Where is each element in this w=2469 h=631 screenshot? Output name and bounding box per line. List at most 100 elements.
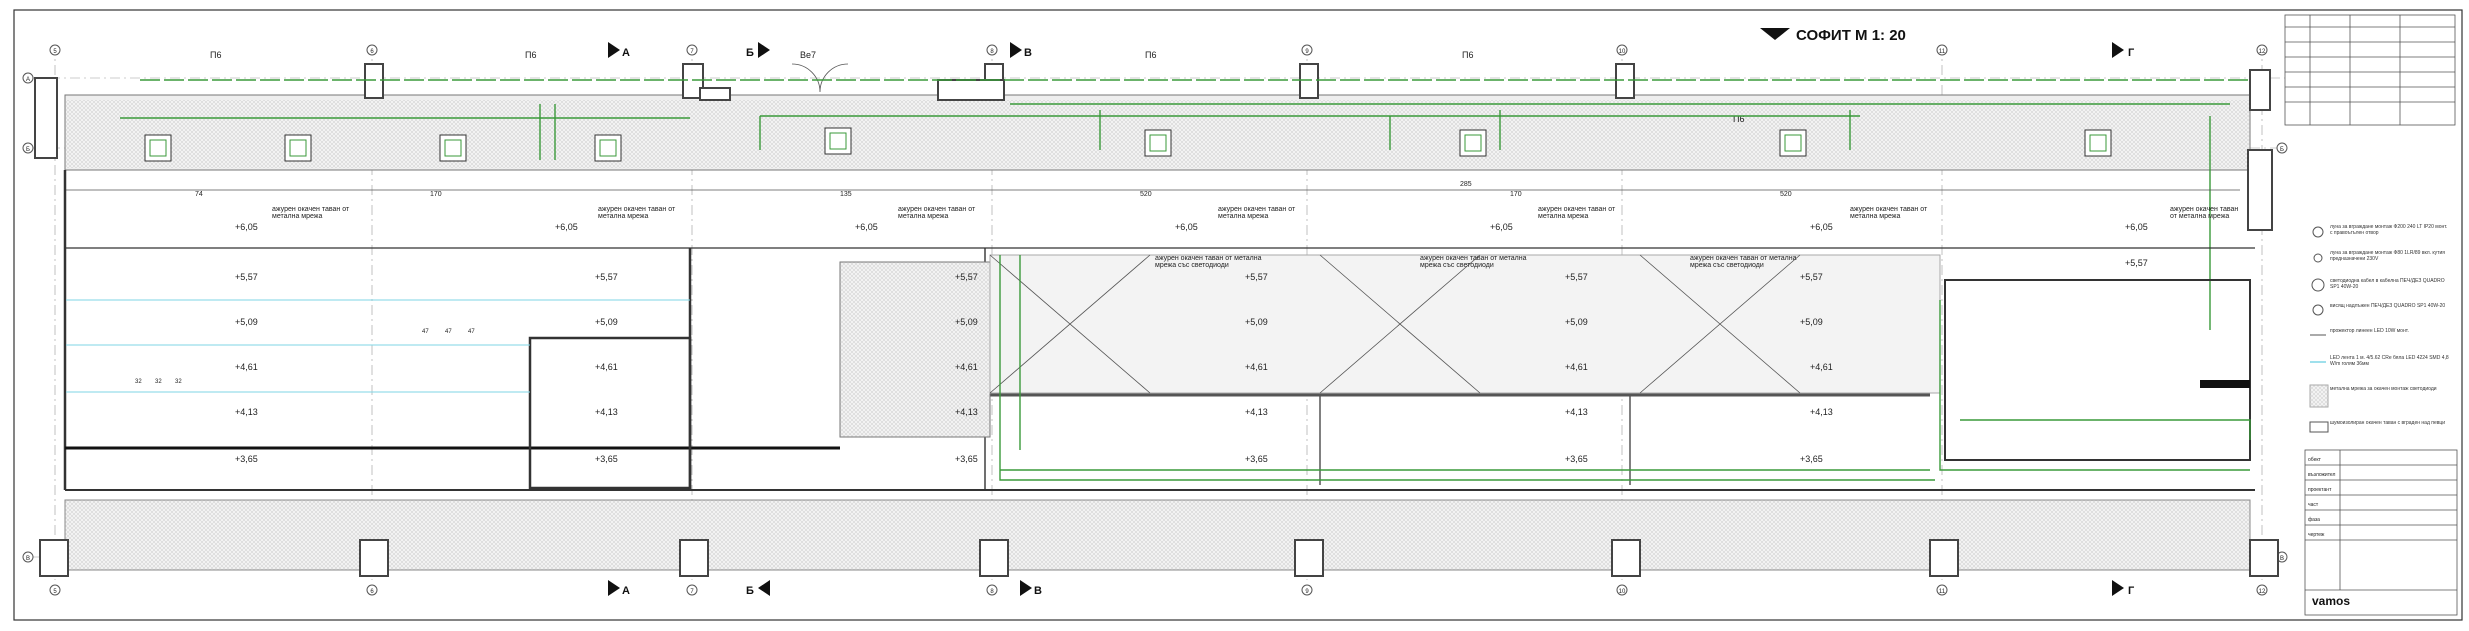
legend: лунa за вграждане монтаж Ф200 240 LT IP2…	[2309, 224, 2449, 433]
company-logo: vamos	[2312, 594, 2350, 608]
svg-text:+5,09: +5,09	[1245, 317, 1268, 327]
svg-text:обект: обект	[2308, 457, 2322, 463]
svg-text:+4,61: +4,61	[1245, 362, 1268, 372]
ventilation-ducts	[120, 79, 2250, 330]
svg-text:170: 170	[1510, 191, 1522, 198]
dimension-row: 74 170 135 520 285 520 170	[65, 181, 2240, 198]
axis-label: 6	[370, 49, 374, 55]
axis-label: 8	[990, 49, 994, 55]
svg-text:11: 11	[1939, 589, 1946, 595]
svg-text:+4,61: +4,61	[595, 362, 618, 372]
led-lines	[66, 299, 690, 393]
svg-text:П6: П6	[1145, 50, 1156, 60]
svg-text:фаза: фаза	[2308, 517, 2320, 523]
svg-text:+4,61: +4,61	[235, 362, 258, 372]
svg-text:чертеж: чертеж	[2308, 532, 2325, 538]
legend-item: лунa за вграждане монтаж Ф200 240 LT IP2…	[2330, 224, 2448, 236]
mesh-panel	[839, 261, 991, 438]
svg-text:+4,13: +4,13	[1565, 407, 1588, 417]
svg-text:+4,13: +4,13	[955, 407, 978, 417]
svg-text:+5,09: +5,09	[595, 317, 618, 327]
svg-text:12: 12	[2259, 589, 2266, 595]
svg-text:+5,09: +5,09	[1565, 317, 1588, 327]
svg-text:+5,09: +5,09	[955, 317, 978, 327]
svg-text:+4,13: +4,13	[1245, 407, 1268, 417]
svg-text:+5,57: +5,57	[1800, 272, 1823, 282]
svg-text:Б: Б	[746, 47, 754, 59]
svg-text:+4,61: +4,61	[1565, 362, 1588, 372]
columns-bottom	[39, 539, 2279, 577]
svg-text:В: В	[1034, 585, 1042, 597]
svg-text:6: 6	[370, 589, 374, 595]
svg-text:170: 170	[430, 191, 442, 198]
axis-bubbles-bottom: 5 6 7 8 9 10 11 12	[49, 584, 2268, 596]
svg-text:+5,57: +5,57	[595, 272, 618, 282]
led-mesh-ceiling	[989, 254, 1941, 394]
svg-text:П6: П6	[525, 50, 536, 60]
svg-text:Б: Б	[746, 585, 754, 597]
level-marks: +6,05 +6,05 +6,05 +6,05 +6,05 +6,05 +6,0…	[235, 222, 2148, 464]
svg-text:Б: Б	[26, 147, 30, 153]
bottom-wall-band	[64, 499, 2251, 571]
svg-text:32: 32	[175, 379, 182, 385]
svg-text:+3,65: +3,65	[235, 454, 258, 464]
svg-text:+3,65: +3,65	[1800, 454, 1823, 464]
svg-text:32: 32	[135, 379, 142, 385]
svg-text:+5,57: +5,57	[955, 272, 978, 282]
small-dimensions: 47 47 47 32 32 32	[135, 329, 475, 385]
svg-text:520: 520	[1140, 191, 1152, 198]
svg-text:+4,61: +4,61	[1810, 362, 1833, 372]
ceiling-note-led: ажурен окачен таван от метална мрежа със…	[1155, 255, 1262, 269]
svg-text:+5,57: +5,57	[235, 272, 258, 282]
title-block: обект възложител проектант част фаза чер…	[2304, 449, 2458, 616]
svg-text:+3,65: +3,65	[1565, 454, 1588, 464]
air-diffusers	[144, 127, 2112, 162]
svg-text:520: 520	[1780, 191, 1792, 198]
axis-label: 9	[1305, 49, 1309, 55]
svg-text:+4,13: +4,13	[595, 407, 618, 417]
svg-text:проектант: проектант	[2308, 487, 2332, 493]
svg-text:А: А	[26, 77, 30, 83]
svg-text:+6,05: +6,05	[235, 222, 258, 232]
svg-text:П6: П6	[1733, 114, 1744, 124]
svg-text:А: А	[622, 47, 630, 59]
svg-text:Г: Г	[2128, 585, 2135, 597]
svg-text:Г: Г	[2128, 47, 2135, 59]
axis-label: 7	[690, 49, 694, 55]
ceiling-notes: ажурен окачен таван от метална мрежа ажу…	[272, 206, 2238, 269]
svg-text:+3,65: +3,65	[595, 454, 618, 464]
svg-text:8: 8	[990, 589, 994, 595]
svg-text:+5,57: +5,57	[1245, 272, 1268, 282]
room-label: Ве7	[800, 50, 816, 60]
svg-text:+5,09: +5,09	[1800, 317, 1823, 327]
sheet-frame	[13, 9, 2463, 621]
svg-text:+5,57: +5,57	[1565, 272, 1588, 282]
svg-text:+4,61: +4,61	[955, 362, 978, 372]
svg-text:47: 47	[468, 329, 475, 335]
axis-label: 5	[53, 49, 57, 55]
svg-text:74: 74	[195, 191, 203, 198]
svg-text:+5,57: +5,57	[2125, 258, 2148, 268]
svg-text:47: 47	[445, 329, 452, 335]
svg-text:135: 135	[840, 191, 852, 198]
svg-text:47: 47	[422, 329, 429, 335]
svg-text:+5,09: +5,09	[235, 317, 258, 327]
sheet-title: СОФИТ М 1: 20	[1760, 27, 1906, 44]
svg-text:9: 9	[1305, 589, 1309, 595]
svg-text:+4,13: +4,13	[1810, 407, 1833, 417]
svg-text:+6,05: +6,05	[2125, 222, 2148, 232]
svg-text:възложител: възложител	[2308, 472, 2336, 478]
axis-label: 12	[2259, 49, 2266, 55]
svg-text:+6,05: +6,05	[1490, 222, 1513, 232]
axis-label: 11	[1939, 49, 1946, 55]
axis-bubbles-rows: А Б В Б В	[22, 72, 2288, 563]
revision-table	[2284, 14, 2456, 126]
svg-text:В: В	[26, 556, 30, 562]
svg-text:А: А	[622, 585, 630, 597]
svg-text:285: 285	[1460, 181, 1472, 188]
svg-text:В: В	[2280, 556, 2284, 562]
svg-text:32: 32	[155, 379, 162, 385]
ventilation-lower	[999, 255, 2251, 481]
svg-text:+3,65: +3,65	[955, 454, 978, 464]
